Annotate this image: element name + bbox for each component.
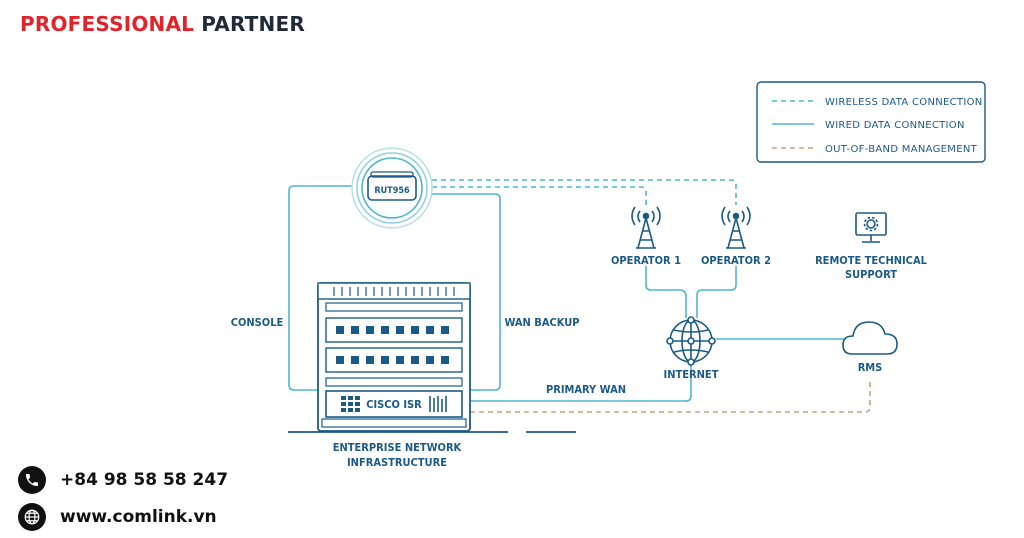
enterprise-label-line2: INFRASTRUCTURE: [347, 456, 447, 469]
cisco-bars-icon: [429, 396, 447, 412]
router-label: RUT956: [374, 186, 410, 196]
monitor-icon: [855, 212, 887, 243]
phone-icon: [18, 466, 46, 494]
rack-vents: [333, 287, 455, 296]
switch-ports-2: [336, 356, 449, 364]
enterprise-rack: CISCO ISR: [288, 282, 576, 433]
legend-wired: WIRED DATA CONNECTION: [825, 120, 965, 131]
brand-word-professional: PROFESSIONAL: [20, 12, 195, 36]
globe-icon: [18, 503, 46, 531]
cisco-label: CISCO ISR: [366, 398, 422, 411]
brand-title: PROFESSIONAL PARTNER: [20, 12, 305, 36]
legend-oob: OUT-OF-BAND MANAGEMENT: [825, 144, 978, 155]
operator1-label: OPERATOR 1: [611, 254, 681, 267]
website-contact: www.comlink.vn: [18, 503, 217, 531]
operator2-tower-icon: [721, 206, 751, 249]
operator2-label: OPERATOR 2: [701, 254, 771, 267]
internet-globe-icon: [666, 316, 716, 366]
phone-contact: +84 98 58 58 247: [18, 466, 228, 494]
website-link[interactable]: www.comlink.vn: [60, 507, 217, 527]
router-rut956: RUT956: [351, 147, 433, 229]
wireless-links: [432, 179, 737, 205]
switch-ports-1: [336, 326, 449, 334]
enterprise-label-line1: ENTERPRISE NETWORK: [333, 441, 462, 454]
oob-link: [470, 380, 871, 413]
legend-wireless: WIRELESS DATA CONNECTION: [825, 97, 983, 108]
remote-support-label-line2: SUPPORT: [845, 268, 897, 281]
brand-word-partner: PARTNER: [201, 12, 305, 36]
wan-backup-label: WAN BACKUP: [504, 316, 579, 329]
cisco-ports-icon: [341, 396, 360, 412]
operator1-tower-icon: [631, 206, 661, 249]
rms-cloud-icon: [842, 321, 898, 355]
remote-support-label-line1: REMOTE TECHNICAL: [815, 254, 928, 267]
rms-label: RMS: [858, 361, 883, 374]
legend: WIRELESS DATA CONNECTION WIRED DATA CONN…: [756, 81, 986, 163]
primary-wan-label: PRIMARY WAN: [546, 383, 626, 396]
console-label: CONSOLE: [231, 316, 284, 329]
wired-links: [288, 185, 845, 402]
internet-label: INTERNET: [664, 368, 719, 381]
phone-number: +84 98 58 58 247: [60, 470, 229, 490]
